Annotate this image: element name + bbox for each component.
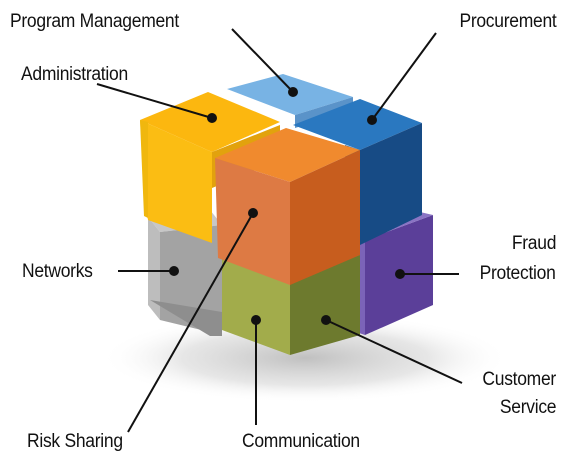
leader-dots [169, 87, 405, 325]
leader-program-management [231, 28, 294, 93]
label-service: Service [499, 397, 557, 418]
leader-customer-service [325, 319, 463, 384]
dot-fraud-protection [395, 269, 405, 279]
label-risk-sharing: Risk Sharing [27, 431, 123, 452]
dot-customer-service [321, 315, 331, 325]
dot-networks [169, 266, 179, 276]
label-administration: Administration [21, 64, 128, 85]
dot-administration [207, 113, 217, 123]
dot-procurement [367, 115, 377, 125]
dot-program-management [288, 87, 298, 97]
dot-risk-sharing [248, 208, 258, 218]
cube-customer-service [290, 255, 360, 355]
cube-risk-sharing [215, 128, 360, 285]
label-networks: Networks [22, 261, 93, 282]
label-program-management: Program Management [10, 11, 179, 32]
label-protection: Protection [480, 263, 556, 284]
label-communication: Communication [242, 431, 360, 452]
cube-shadow [100, 313, 510, 403]
label-fraud: Fraud [511, 233, 557, 254]
leader-procurement [371, 32, 437, 121]
label-procurement: Procurement [458, 11, 556, 32]
leader-lines [96, 28, 463, 433]
dot-communication [251, 315, 261, 325]
label-customer: Customer [482, 369, 556, 390]
leader-risk-sharing [127, 212, 254, 433]
leader-administration [96, 83, 213, 119]
